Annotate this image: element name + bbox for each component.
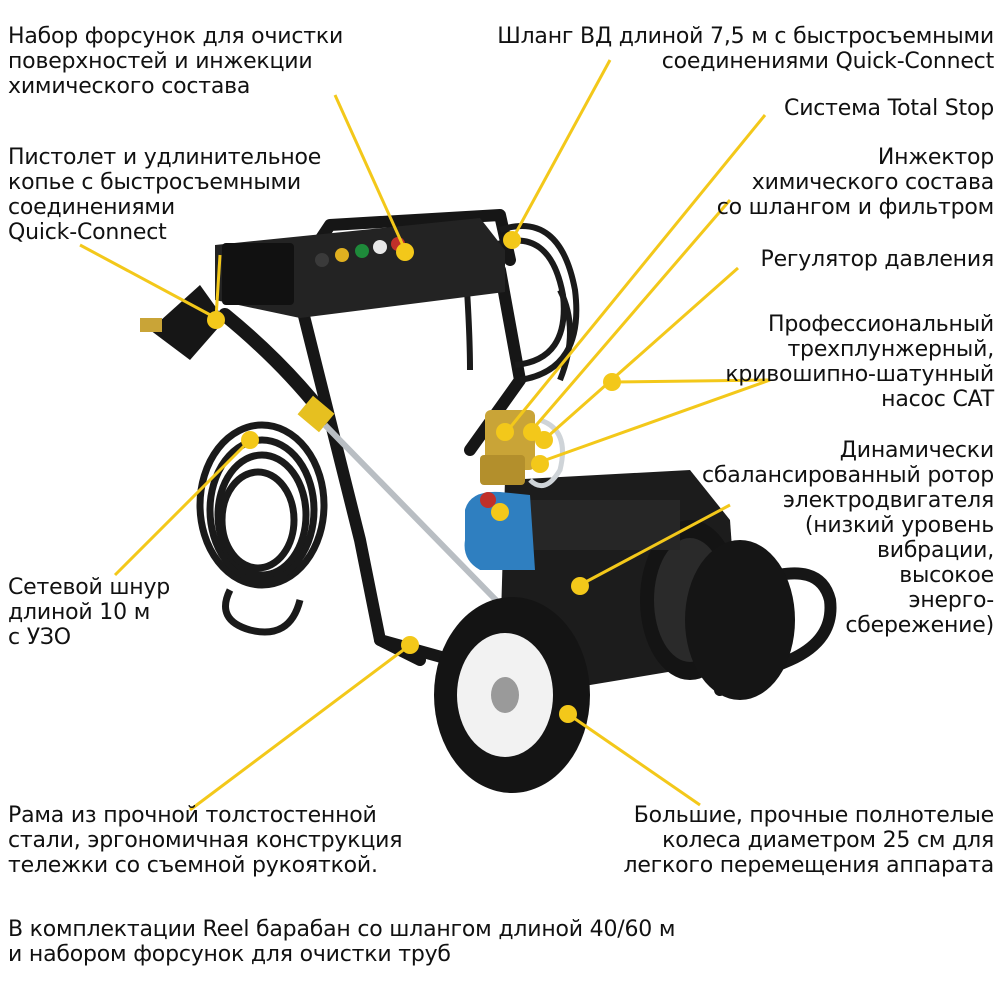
label-cord: Сетевой шнур длиной 10 м с УЗО [8, 575, 171, 650]
cat-pump [464, 410, 565, 570]
power-cord-coil [196, 421, 328, 636]
label-frame: Рама из прочной толстостенной стали, эрг… [8, 803, 403, 878]
label-wheels: Большие, прочные полнотелые колеса диаме… [623, 803, 994, 878]
label-regulator: Регулятор давления [760, 247, 995, 272]
label-total-stop: Система Total Stop [784, 96, 994, 121]
callout-dots [207, 231, 621, 723]
label-motor: Динамически сбалансированный ротор элект… [701, 438, 994, 638]
leader-lines [79, 59, 771, 812]
label-pump: Профессиональный трехплунжерный, кривоши… [725, 312, 994, 412]
label-footer: В комплектации Reel барабан со шлангом д… [8, 917, 676, 967]
label-gun: Пистолет и удлинительное копье с быстрос… [8, 145, 322, 245]
label-nozzles: Набор форсунок для очистки поверхностей … [8, 24, 344, 99]
label-injector: Инжектор химического состава со шлангом … [716, 145, 994, 220]
control-panel [215, 218, 505, 318]
label-hose: Шланг ВД длиной 7,5 м с быстросъемными с… [497, 24, 994, 74]
wheels [434, 540, 795, 793]
